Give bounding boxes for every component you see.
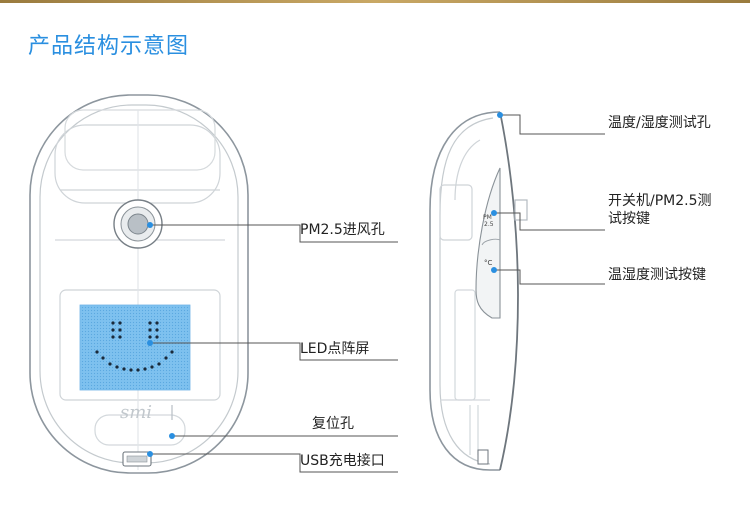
- label-power-pm-line1: 开关机/PM2.5测: [608, 193, 712, 209]
- leader-temp-button: [494, 269, 605, 285]
- side-pm-button-text-2: 2.5: [484, 221, 494, 228]
- front-outer-shell: [29, 94, 249, 474]
- front-inner-cap: [64, 109, 216, 171]
- dot-power-pm: [491, 210, 497, 216]
- side-pm-button-text-1: PM: [483, 214, 492, 221]
- leader-led: [150, 342, 398, 361]
- side-view-device: [429, 111, 528, 471]
- front-screen-frame: [59, 289, 221, 401]
- label-temp-button: 温湿度测试按键: [608, 267, 706, 283]
- callout-dots: [147, 112, 503, 457]
- leader-usb: [150, 453, 398, 473]
- label-humidity-hole: 温度/湿度测试孔: [608, 115, 711, 131]
- leader-humidity: [500, 114, 605, 135]
- leader-lines: [150, 114, 605, 473]
- label-power-pm-line2: 试按键: [608, 211, 650, 227]
- led-smiley-face: [95, 321, 174, 372]
- smi-logo: smi: [120, 402, 152, 423]
- usb-port: [122, 451, 152, 467]
- pm25-inlet-hole: [113, 199, 163, 249]
- label-usb-port: USB充电接口: [300, 453, 385, 469]
- dot-pm25: [147, 222, 153, 228]
- dot-humidity: [497, 112, 503, 118]
- top-accent-bar: [0, 0, 750, 3]
- label-led-matrix: LED点阵屏: [300, 341, 370, 357]
- dot-usb: [147, 451, 153, 457]
- page-title: 产品结构示意图: [28, 34, 190, 59]
- led-dot-matrix-screen: [79, 304, 191, 391]
- side-buttons-panel: [475, 167, 501, 319]
- side-usb-port: [477, 449, 489, 465]
- side-front-face: [499, 111, 519, 471]
- leader-power-pm: [494, 212, 605, 231]
- side-temp-button-text: °C: [484, 259, 493, 267]
- label-pm25-inlet: PM2.5进风孔: [300, 222, 385, 238]
- dot-temp-button: [491, 267, 497, 273]
- leader-pm25: [150, 224, 398, 243]
- dot-reset: [169, 433, 175, 439]
- dot-led: [147, 340, 153, 346]
- label-reset-hole: 复位孔: [312, 416, 354, 432]
